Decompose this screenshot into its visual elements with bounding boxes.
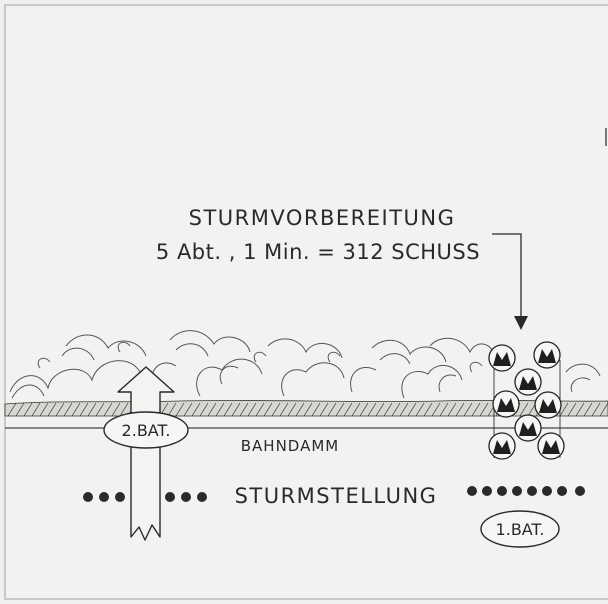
bat2-assault-arrow [117, 366, 175, 541]
pointer-line [492, 233, 522, 318]
caption-line-2: 5 Abt. , 1 Min. = 312 SCHUSS [156, 240, 480, 264]
shell-impact-cluster [488, 341, 565, 460]
bat1-oval [480, 510, 560, 548]
shell-impact-icon [514, 368, 542, 396]
explosion-stars [493, 349, 560, 454]
bahndamm-label: BAHNDAMM [241, 437, 339, 455]
shell-impact-icon [514, 414, 542, 442]
bat1-label: 1.BAT. [496, 520, 545, 539]
shell-impact-icon [537, 432, 565, 460]
shell-impact-icon [534, 391, 562, 419]
pointer-arrowhead [514, 316, 528, 330]
bat2-label: 2.BAT. [122, 421, 171, 440]
shell-impact-icon [488, 344, 516, 372]
sturmstellung-label: STURMSTELLUNG [235, 484, 438, 508]
smoke-clouds [9, 330, 601, 399]
shell-impact-icon [488, 432, 516, 460]
shell-impact-icon [533, 341, 561, 369]
assault-line-dots-left [83, 492, 207, 502]
bat2-oval [103, 411, 189, 449]
shell-impact-icon [492, 390, 520, 418]
assault-line-dots-right [467, 486, 585, 496]
page-border [4, 4, 608, 600]
caption-line-1: STURMVORBEREITUNG [189, 206, 456, 230]
